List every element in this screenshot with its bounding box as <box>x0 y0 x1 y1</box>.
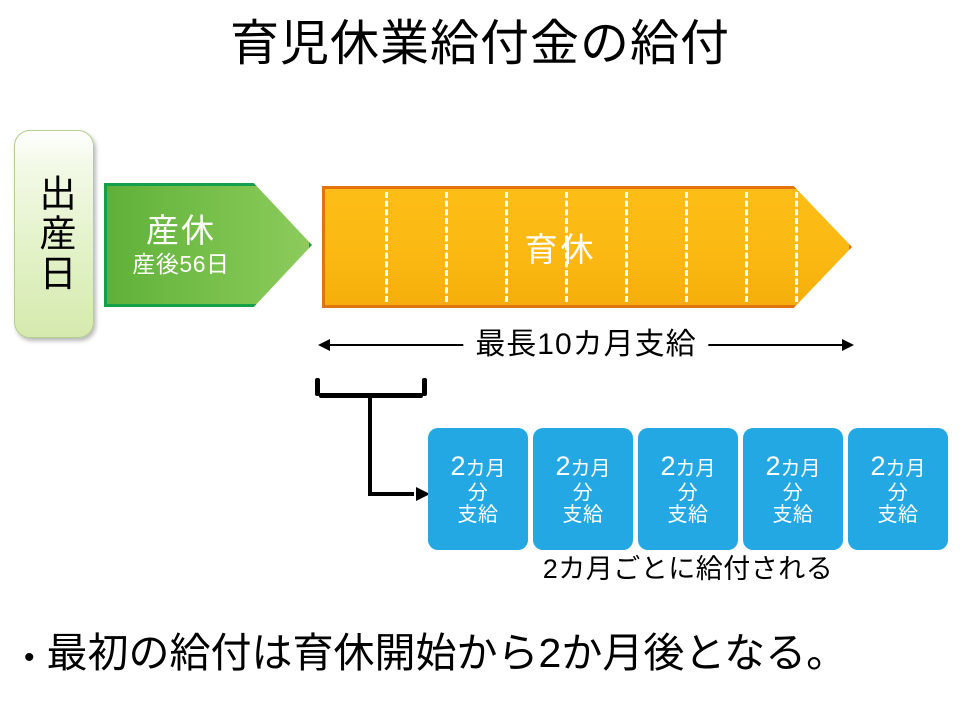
payment-caption: 2カ月ごとに給付される <box>542 554 834 584</box>
maternity-leave-title: 産休 <box>145 211 216 249</box>
payment-pay-label: 支給 <box>877 504 919 527</box>
month-divider <box>385 192 389 302</box>
payment-portion-label: 分 <box>572 481 594 504</box>
month-divider <box>444 192 448 302</box>
payment-portion-label: 分 <box>887 481 909 504</box>
payment-amount-unit: カ月 <box>780 458 821 481</box>
payment-amount-unit: カ月 <box>885 458 926 481</box>
connector-stem <box>368 396 372 492</box>
payment-portion-label: 分 <box>467 481 489 504</box>
payment-pay-label: 支給 <box>772 504 814 527</box>
payment-amount-number: 2 <box>660 451 676 482</box>
benefit-span-label: 最長10カ月支給 <box>463 322 709 368</box>
measure-arrowhead-left-icon <box>318 339 330 351</box>
payment-amount: 2カ月 <box>660 451 715 481</box>
month-divider <box>794 192 798 302</box>
payment-pay-label: 支給 <box>457 504 499 527</box>
payment-amount: 2カ月 <box>450 451 505 481</box>
payment-amount: 2カ月 <box>765 451 820 481</box>
payment-pay-label: 支給 <box>667 504 709 527</box>
month-divider <box>564 192 568 302</box>
maternity-leave-arrow: 産休 産後56日 <box>104 183 312 307</box>
maternity-leave-subtitle: 産後56日 <box>132 250 230 277</box>
birth-date-label: 出産日 <box>33 174 75 294</box>
payment-portion-label: 分 <box>677 481 699 504</box>
birth-date-box: 出産日 <box>14 130 94 338</box>
month-divider <box>745 192 749 302</box>
payment-amount-number: 2 <box>870 451 886 482</box>
page-title: 育児休業給付金の給付 <box>229 17 730 71</box>
payment-box: 2カ月分支給 <box>428 428 528 550</box>
bullet-icon: • <box>24 641 35 674</box>
month-divider <box>505 192 509 302</box>
month-divider <box>625 192 629 302</box>
payment-amount: 2カ月 <box>870 451 925 481</box>
payment-amount-number: 2 <box>450 451 466 482</box>
payment-amount-number: 2 <box>555 451 571 482</box>
payment-amount-unit: カ月 <box>570 458 611 481</box>
payment-pay-label: 支給 <box>562 504 604 527</box>
payment-amount: 2カ月 <box>555 451 610 481</box>
payment-amount-unit: カ月 <box>465 458 506 481</box>
payment-portion-label: 分 <box>782 481 804 504</box>
elbow-connector-arrow <box>368 396 430 501</box>
bottom-note: • 最初の給付は育休開始から2か月後となる。 <box>24 630 944 677</box>
bracket-tick-left <box>315 378 320 396</box>
payment-box: 2カ月分支給 <box>533 428 633 550</box>
childcare-leave-label: 育休 <box>524 231 597 268</box>
payment-box: 2カ月分支給 <box>638 428 738 550</box>
maternity-leave-labels: 産休 産後56日 <box>104 183 258 307</box>
benefit-span-measure: 最長10カ月支給 <box>318 322 854 368</box>
childcare-leave-arrow: 育休 <box>322 186 852 308</box>
payment-amount-unit: カ月 <box>675 458 716 481</box>
payment-box: 2カ月分支給 <box>848 428 948 550</box>
first-period-bracket <box>315 378 427 398</box>
childcare-leave-arrow-shape <box>322 186 852 308</box>
connector-run <box>368 492 414 496</box>
bottom-note-text: 最初の給付は育休開始から2か月後となる。 <box>46 630 848 676</box>
bracket-tick-right <box>422 378 427 396</box>
month-divider <box>684 192 688 302</box>
connector-arrowhead-icon <box>416 487 430 501</box>
bracket-bar <box>319 393 423 398</box>
payment-box: 2カ月分支給 <box>743 428 843 550</box>
measure-arrowhead-right-icon <box>842 339 854 351</box>
payment-amount-number: 2 <box>765 451 781 482</box>
